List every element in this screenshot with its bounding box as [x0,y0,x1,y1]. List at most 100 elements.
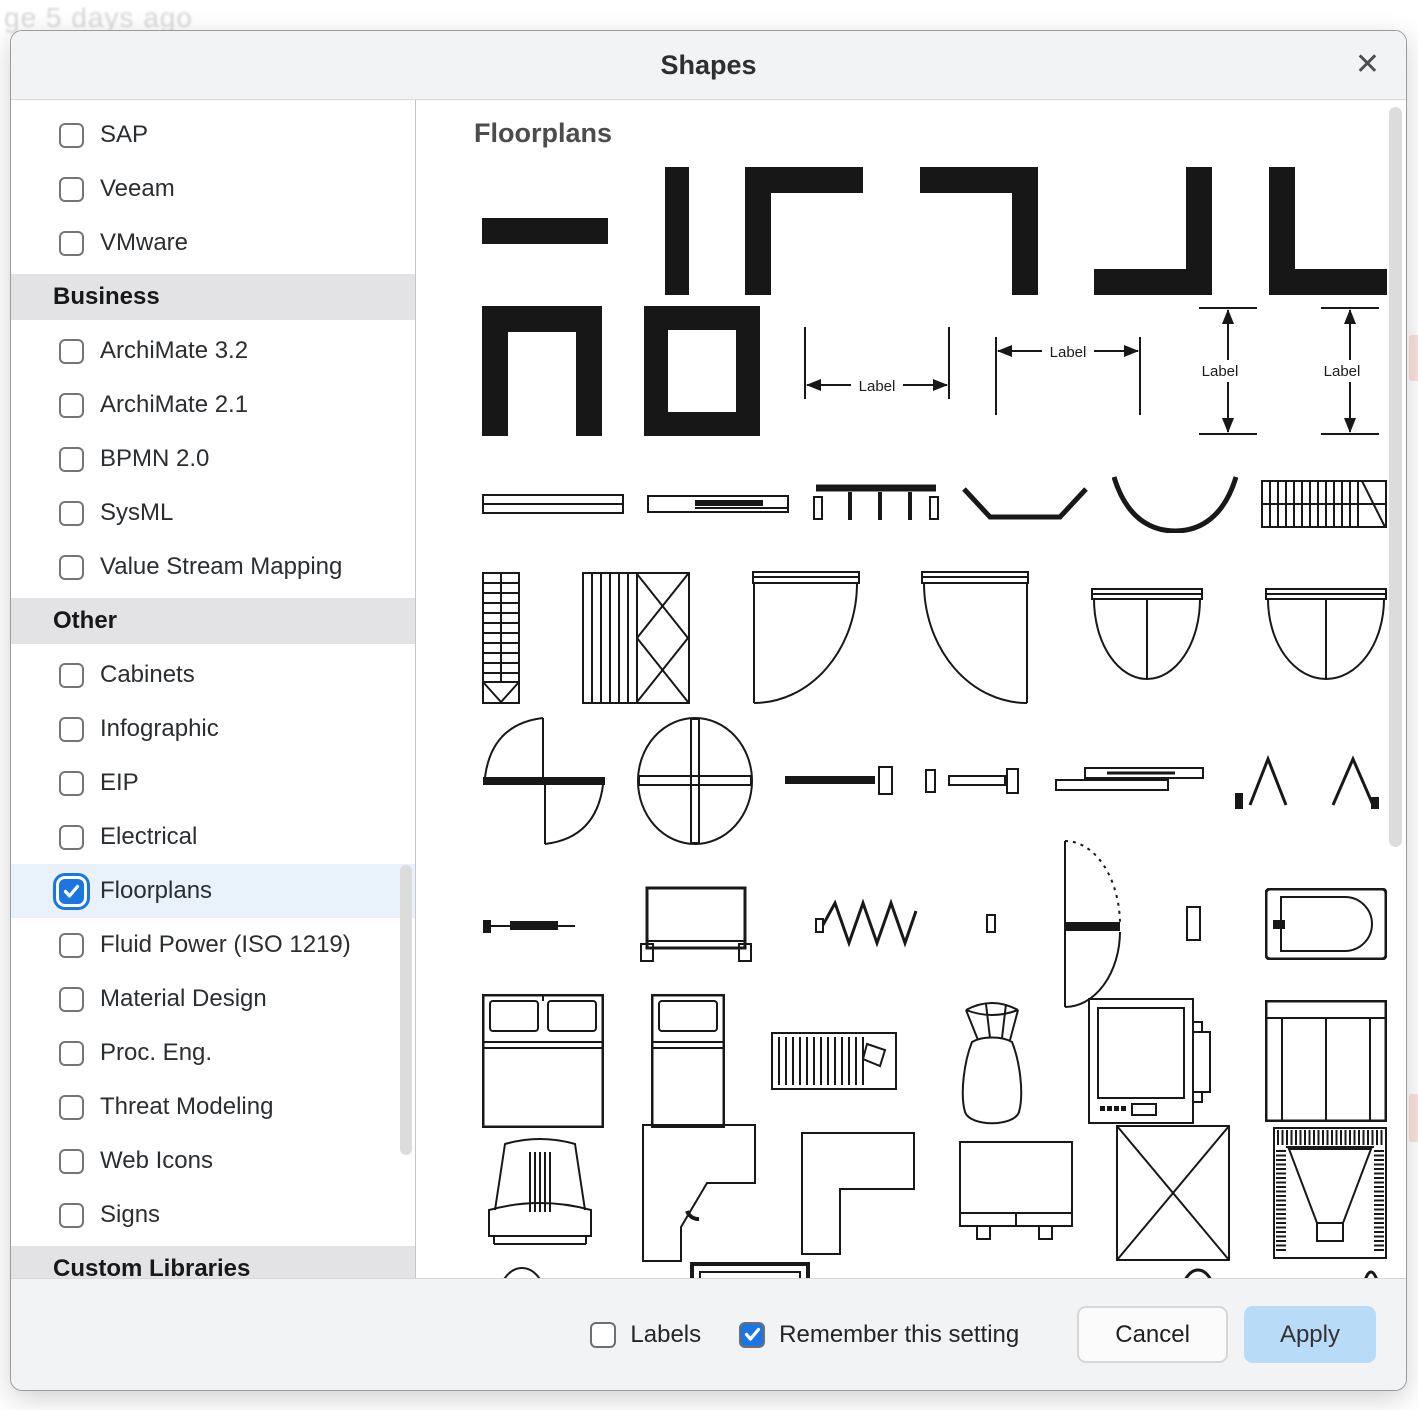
shape-speaker [1273,1127,1387,1259]
checkbox-vmware[interactable] [59,230,84,256]
checkbox-veeam[interactable] [59,176,84,202]
shape-stairs-hatch [1260,480,1387,528]
checkbox-floorplans[interactable] [59,878,84,904]
shape-dim-v1: Label [1185,305,1265,437]
sidebar-item-vmware[interactable]: VMware [11,216,415,270]
shape-block-small [986,914,996,934]
checkbox-electrical[interactable] [59,824,84,850]
shape-window [482,494,624,514]
sidebar-item-archimate-3-2[interactable]: ArchiMate 3.2 [11,324,415,378]
shape-table-rect [689,1262,810,1278]
sidebar-item-infographic[interactable]: Infographic [11,702,415,756]
dialog-title: Shapes [660,49,757,80]
cancel-button[interactable]: Cancel [1077,1306,1228,1363]
checkbox-eip[interactable] [59,770,84,796]
shape-door-double-2 [1264,588,1387,688]
sidebar-item-label: SysML [100,499,174,526]
sidebar-item-label: Threat Modeling [100,1093,274,1120]
shape-bay-angled [962,487,1089,521]
shape-sofa [1264,1000,1387,1122]
shape-zigzag [815,893,923,955]
shape-bed-single [650,994,725,1128]
checkbox-infographic[interactable] [59,716,84,742]
shape-chair-round [482,1262,562,1278]
sidebar-item-label: Electrical [100,823,198,850]
checkbox-archimate-2-1[interactable] [59,392,84,418]
shape-row-7 [482,994,1387,1128]
remember-checkbox[interactable] [739,1321,766,1348]
checkbox-signs[interactable] [59,1202,84,1228]
shape-room-sq [643,306,760,436]
svg-text:Label: Label [1202,363,1239,380]
sidebar-item-label: Material Design [100,985,267,1012]
sidebar-item-veeam[interactable]: Veeam [11,162,415,216]
shape-plant [944,994,1042,1128]
sidebar-item-proc-eng[interactable]: Proc. Eng. [11,1026,415,1080]
labels-toggle[interactable]: Labels [590,1321,701,1349]
sidebar-item-value-stream-mapping[interactable]: Value Stream Mapping [11,540,415,594]
close-icon[interactable]: ✕ [1354,48,1380,81]
checkbox-proc-eng[interactable] [59,1040,84,1066]
shape-counter-l [800,1131,916,1256]
sidebar-scrollbar-thumb[interactable] [400,865,412,1155]
shape-desk-corner [641,1123,757,1263]
shape-wall-u [482,306,602,436]
labels-checkbox[interactable] [590,1321,617,1348]
shape-door-left [921,571,1030,705]
sidebar-item-bpmn-2-0[interactable]: BPMN 2.0 [11,432,415,486]
sidebar-item-label: ArchiMate 2.1 [100,391,249,418]
checkbox-fluid-power-iso-1219[interactable] [59,932,84,958]
checkbox-threat-modeling[interactable] [59,1094,84,1120]
shape-corner-se [1268,167,1387,295]
shape-frame-piece [925,763,1025,799]
shape-row-3 [482,476,1387,533]
shape-row-5 [482,715,1387,847]
checkbox-material-design[interactable] [59,986,84,1012]
sidebar-item-archimate-2-1[interactable]: ArchiMate 2.1 [11,378,415,432]
checkbox-web-icons[interactable] [59,1148,84,1174]
remember-toggle[interactable]: Remember this setting [739,1321,1019,1349]
shape-dim-h2: Label [993,325,1143,417]
sidebar-item-label: Infographic [100,715,219,742]
preview-title: Floorplans [474,118,613,148]
sidebar-item-floorplans[interactable]: Floorplans [11,864,415,918]
checkbox-value-stream-mapping[interactable] [59,554,84,580]
sidebar-item-sysml[interactable]: SysML [11,486,415,540]
sidebar-item-cabinets[interactable]: Cabinets [11,648,415,702]
shape-row-4 [482,570,1387,706]
section-custom-libraries: Custom Libraries [11,1246,415,1278]
background-fragment-top [1409,335,1418,381]
shape-door-revolving [635,715,755,847]
checkbox-bpmn-2-0[interactable] [59,446,84,472]
sidebar-item-electrical[interactable]: Electrical [11,810,415,864]
shape-corner-sw [1094,167,1213,295]
sidebar-item-fluid-power-iso-1219[interactable]: Fluid Power (ISO 1219) [11,918,415,972]
sidebar-item-label: BPMN 2.0 [100,445,210,472]
sidebar-item-web-icons[interactable]: Web Icons [11,1134,415,1188]
shape-wall-cap [784,763,896,799]
panel-scrollbar-thumb[interactable] [1389,107,1402,847]
checkbox-sap[interactable] [59,122,84,148]
shape-arch-large [1169,1262,1227,1278]
checkbox-sysml[interactable] [59,500,84,526]
shape-corner-nw [745,167,864,295]
apply-button[interactable]: Apply [1243,1306,1376,1363]
shape-wall-open [647,494,790,514]
sidebar-item-label: Floorplans [100,877,213,904]
dialog-footer: Labels Remember this setting Cancel Appl… [11,1278,1406,1390]
sidebar-item-eip[interactable]: EIP [11,756,415,810]
shape-bench-curved [938,1262,1042,1278]
sidebar-item-signs[interactable]: Signs [11,1188,415,1242]
sidebar-item-material-design[interactable]: Material Design [11,972,415,1026]
checkbox-cabinets[interactable] [59,662,84,688]
checkbox-archimate-3-2[interactable] [59,338,84,364]
sidebar-item-threat-modeling[interactable]: Threat Modeling [11,1080,415,1134]
sidebar-item-label: Cabinets [100,661,195,688]
sidebar-item-sap[interactable]: SAP [11,108,415,162]
shape-stairs-winder [581,572,690,704]
shape-door-double-1 [1091,588,1204,688]
